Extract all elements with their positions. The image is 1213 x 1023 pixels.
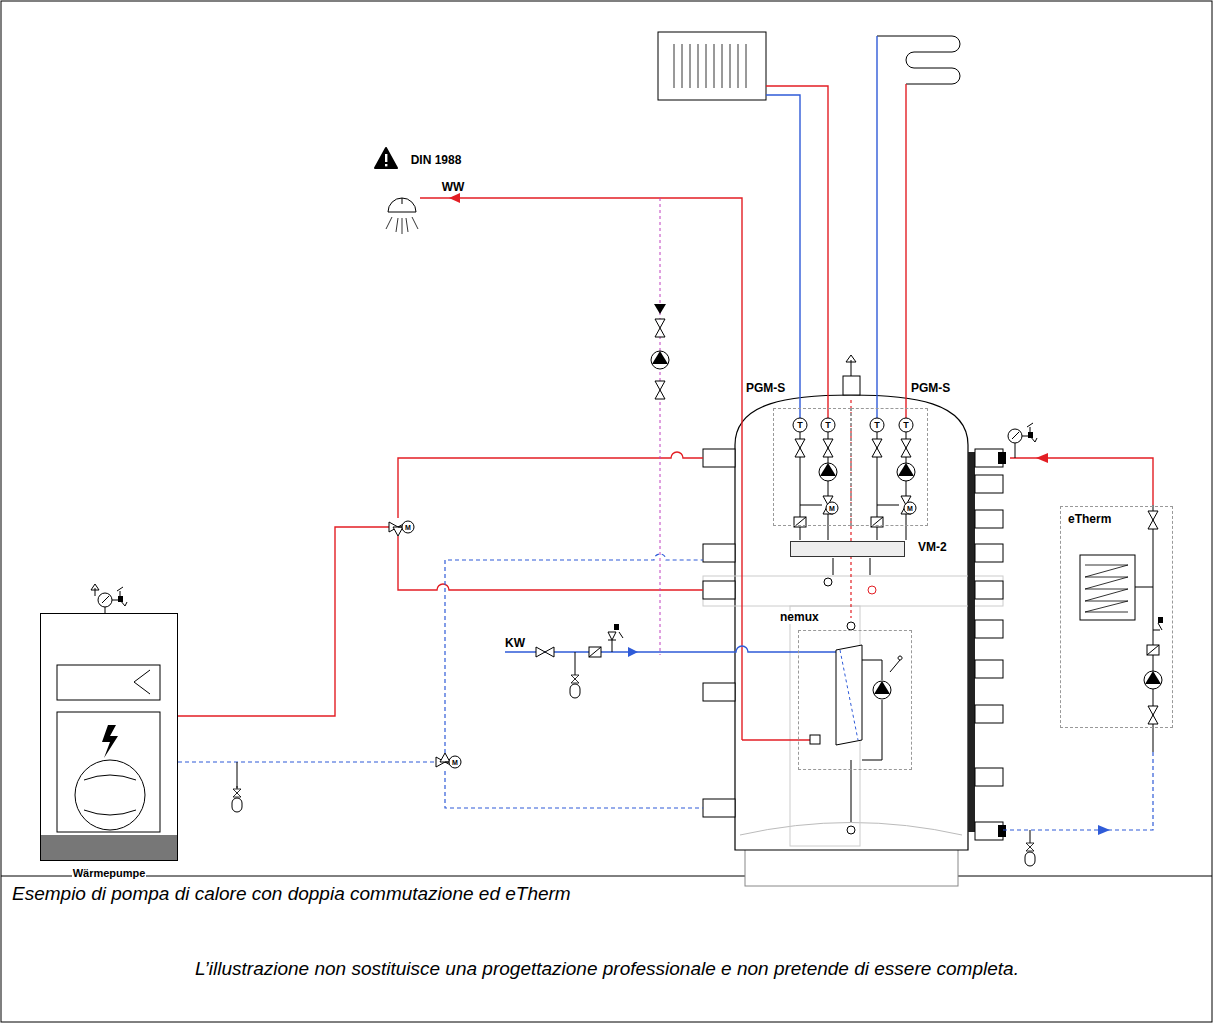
etherm-box: eTherm (1060, 506, 1173, 728)
motor-letter: M (452, 759, 458, 766)
sensor-letter: T (797, 421, 803, 430)
pump-group-box: PGM-S (851, 408, 928, 526)
node-label: VM-2 (917, 541, 948, 554)
node-label: nemux (779, 611, 820, 624)
manifold-box: VM-2 (790, 541, 905, 557)
pump-group-box: PGM-S (773, 408, 851, 526)
motor-letter: M (829, 505, 835, 512)
node-label: PGM-S (745, 382, 786, 395)
pipe-label: WW (441, 181, 466, 193)
pipe-label: KW (504, 637, 526, 649)
heat-pump-box: Wärmepumpe (40, 613, 178, 861)
motor-letter: M (907, 505, 913, 512)
disclaimer-note: L’illustrazione non sostituisce una prog… (194, 959, 1020, 978)
sensor-letter: T (903, 421, 909, 430)
node-label: Wärmepumpe (72, 867, 147, 879)
sensor-letter: T (825, 421, 831, 430)
node-label: eTherm (1067, 513, 1112, 526)
caption: Esempio di pompa di calore con doppia co… (12, 884, 571, 905)
nemux-box: nemux (798, 630, 912, 770)
node-label: PGM-S (910, 382, 951, 395)
motor-letter: M (405, 524, 411, 531)
sensor-letter: T (874, 421, 880, 430)
standard-note: DIN 1988 (410, 154, 463, 166)
